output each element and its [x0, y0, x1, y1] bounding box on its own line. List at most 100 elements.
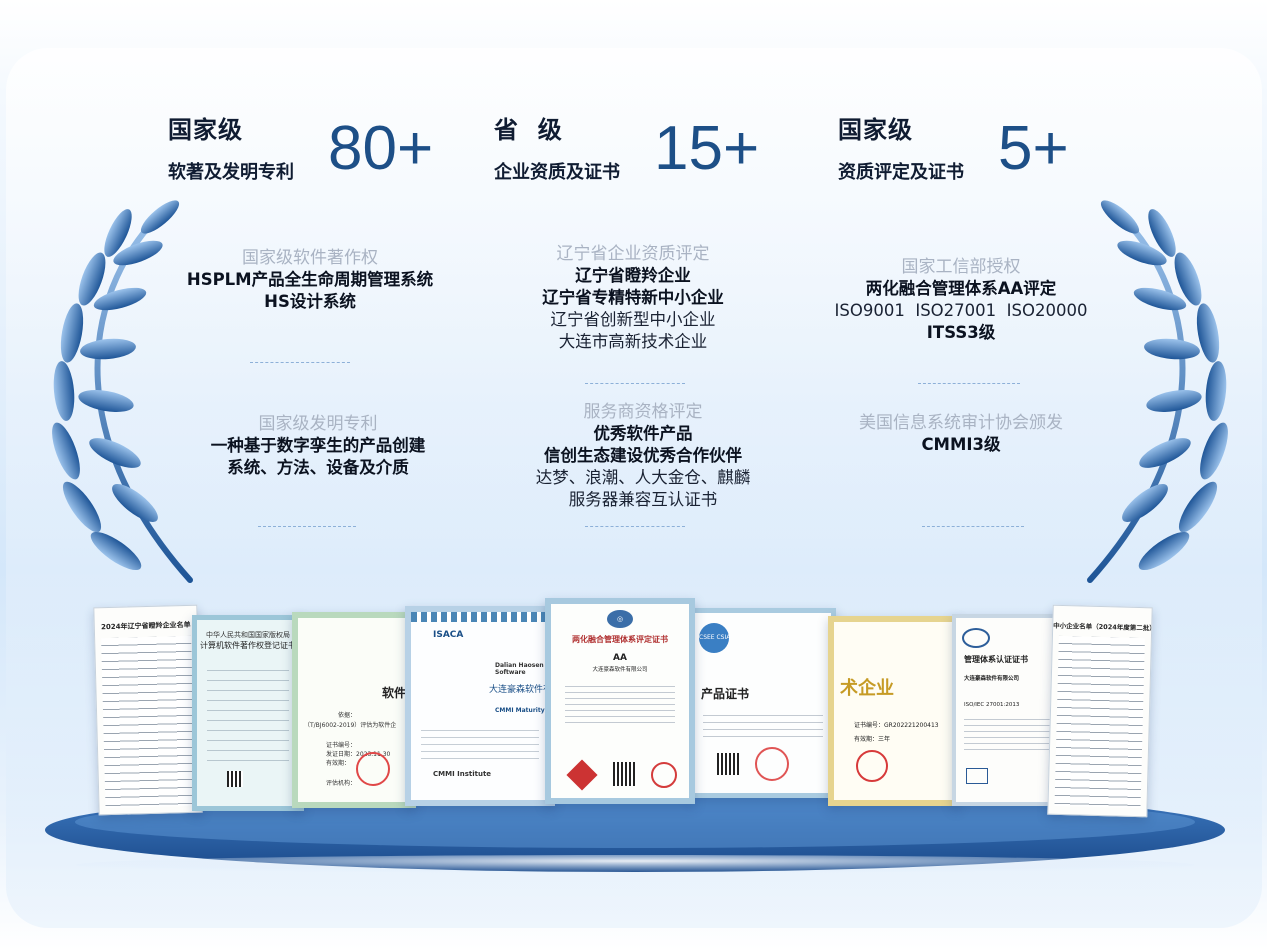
block-line: 辽宁省专精特新中小企业 — [542, 288, 724, 307]
certificate-text-lines — [565, 681, 675, 727]
certificate-level: CMMI Maturity Level 3 — [495, 707, 549, 714]
certificate-text: 依据： — [338, 712, 357, 719]
cnas-logo-icon — [966, 768, 988, 784]
cmmi-institute-logo-text: CMMI Institute — [433, 770, 492, 778]
block-heading: 国家级发明专利 — [258, 414, 378, 434]
csia-logo-icon: CSEE CSIA — [699, 623, 729, 653]
block-heading: 美国信息系统审计协会颁发 — [859, 413, 1063, 433]
certificate-title: 两化融合管理体系评定证书 — [572, 635, 668, 644]
isaca-logo-text: ISACA — [433, 630, 464, 640]
stat-count: 15+ — [654, 114, 760, 183]
isaca-block: 美国信息系统审计协会颁发 CMMI3级 — [859, 412, 1063, 456]
certificate-company: 大连豪森软件有限公司 — [592, 667, 648, 673]
divider — [585, 383, 685, 384]
certificate-gazelle-list: 2024年辽宁省瞪羚企业名单 — [93, 604, 203, 816]
service-provider-block: 服务商资格评定 优秀软件产品 信创生态建设优秀合作伙伴 达梦、浪潮、人大金仓、麒… — [536, 401, 751, 511]
certificate-grade: AA — [613, 653, 627, 663]
block-heading: 国家级软件著作权 — [241, 248, 378, 268]
miit-authorization-block: 国家工信部授权 两化融合管理体系AA评定 ISO9001 ISO27001 IS… — [835, 256, 1088, 344]
certificate-subtitle: 计算机软件著作权登记证书 — [200, 641, 296, 650]
block-line: 达梦、浪潮、人大金仓、麒麟 — [535, 468, 751, 487]
certificate-text: 有效期： — [326, 760, 351, 767]
certificate-validity: 有效期：三年 — [854, 736, 891, 743]
certificate-high-tech-enterprise: 术企业 证书编号：GR202221200413 有效期：三年 — [828, 616, 960, 806]
block-line: 优秀软件产品 — [593, 424, 693, 443]
certificate-title: 软件 — [382, 686, 407, 700]
certificate-text: 证书编号： — [326, 742, 357, 749]
stat-level: 国家级 — [838, 116, 913, 144]
certificate-table — [1054, 635, 1145, 809]
eye-logo-icon — [962, 628, 990, 648]
certificate-table — [101, 635, 196, 809]
stat-description: 资质评定及证书 — [838, 162, 964, 183]
stat-description: 企业资质及证书 — [494, 162, 620, 183]
certificate-title: 中华人民共和国国家版权局 — [206, 631, 290, 639]
certificate-title: 中小企业名单（2024年度第二批） — [1053, 621, 1153, 633]
block-heading: 国家工信部授权 — [901, 257, 1021, 277]
certificate-border-pattern — [411, 612, 549, 622]
certificate-informatization: ◎ 两化融合管理体系评定证书 AA 大连豪森软件有限公司 — [545, 598, 695, 804]
stat-level: 省 级 — [494, 116, 563, 144]
certificate-company-en: Dalian Haosen Software — [495, 662, 544, 676]
certificate-text: （T/BJ6002-2019）评估为软件企 — [304, 722, 397, 729]
qr-code-icon — [227, 771, 243, 787]
block-line: CMMI3级 — [921, 435, 1001, 454]
display-platform — [45, 788, 1225, 875]
certificate-text: 发证日期：2023.11.30 — [326, 751, 391, 758]
certificate-title: 管理体系认证证书 — [964, 655, 1028, 664]
block-line: 大连市高新技术企业 — [558, 332, 708, 351]
certificate-text-lines — [421, 724, 539, 760]
cec-logo-icon: ◎ — [607, 610, 633, 628]
divider — [922, 526, 1024, 527]
divider — [258, 526, 356, 527]
certificate-text: 评估机构： — [326, 780, 357, 787]
certificate-sme-list: 中小企业名单（2024年度第二批） — [1047, 604, 1153, 818]
block-line: 系统、方法、设备及介质 — [227, 458, 409, 477]
certificate-text-lines — [964, 714, 1054, 754]
block-line: HSPLM产品全生命周期管理系统 — [186, 270, 434, 289]
block-line: 服务器兼容互认证书 — [568, 490, 718, 509]
certificate-title: 术企业 — [840, 678, 894, 699]
qr-code-icon — [613, 762, 637, 786]
certificate-text-lines — [207, 661, 289, 761]
certificate-number: 证书编号：GR202221200413 — [854, 722, 939, 729]
stat-count: 5+ — [998, 114, 1069, 183]
invention-patent-block: 国家级发明专利 一种基于数字孪生的产品创建 系统、方法、设备及介质 — [211, 413, 426, 479]
seal-icon — [356, 752, 390, 786]
block-line: 一种基于数字孪生的产品创建 — [210, 436, 426, 455]
certificate-text-lines — [703, 709, 823, 739]
divider — [918, 383, 1020, 384]
seal-icon — [856, 750, 888, 782]
block-line: 两化融合管理体系AA评定 — [865, 279, 1057, 298]
certificate-standard: ISO/IEC 27001:2013 — [964, 702, 1020, 708]
certificate-software-copyright: 中华人民共和国国家版权局 计算机软件著作权登记证书 — [192, 615, 304, 811]
block-heading: 辽宁省企业资质评定 — [556, 244, 710, 264]
certificate-company: 大连豪森软件有限公司 — [964, 676, 1020, 682]
left-laurel-icon — [52, 200, 193, 583]
certificate-management-system: 管理体系认证证书 大连豪森软件有限公司 ISO/IEC 27001:2013 — [952, 614, 1062, 806]
software-copyright-block: 国家级软件著作权 HSPLM产品全生命周期管理系统 HS设计系统 — [187, 247, 433, 313]
certificate-title: 产品证书 — [701, 687, 750, 701]
stat-description: 软著及发明专利 — [168, 162, 294, 183]
provincial-qualification-block: 辽宁省企业资质评定 辽宁省瞪羚企业 辽宁省专精特新中小企业 辽宁省创新型中小企业… — [542, 243, 724, 353]
block-line: 信创生态建设优秀合作伙伴 — [544, 446, 742, 465]
block-heading: 服务商资格评定 — [583, 402, 703, 422]
certificate-title: 2024年辽宁省瞪羚企业名单 — [100, 620, 191, 632]
block-line: ISO9001 ISO27001 ISO20000 — [834, 301, 1088, 320]
seal-icon — [651, 762, 677, 788]
stat-level: 国家级 — [168, 116, 243, 144]
stat-count: 80+ — [328, 114, 434, 183]
certificate-company-cn: 大连豪森软件有限公司 — [489, 685, 553, 695]
right-laurel-icon — [1087, 200, 1228, 583]
block-line: 辽宁省瞪羚企业 — [575, 266, 691, 285]
block-line: HS设计系统 — [264, 292, 356, 311]
block-line: ITSS3级 — [926, 323, 996, 342]
divider — [585, 526, 685, 527]
block-line: 辽宁省创新型中小企业 — [550, 310, 716, 329]
seal-icon — [755, 747, 789, 781]
certificate-cmmi: ISACA Dalian Haosen Software 大连豪森软件有限公司 … — [405, 606, 555, 806]
emblem-icon — [566, 759, 598, 791]
divider — [250, 362, 350, 363]
qr-code-icon — [717, 753, 739, 775]
